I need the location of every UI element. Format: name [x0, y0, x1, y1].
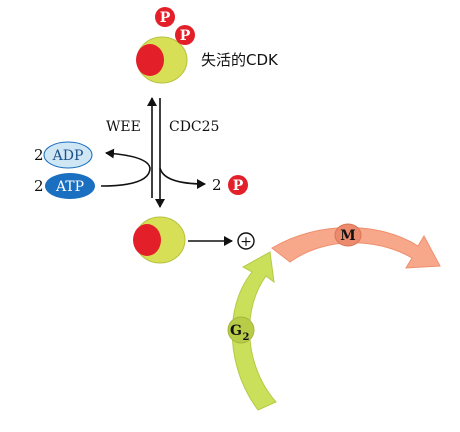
atp-label: ATP	[55, 179, 84, 195]
adp-label: ADP	[52, 148, 84, 164]
adp-count: 2	[34, 146, 44, 164]
cdc25-label: CDC25	[169, 119, 219, 135]
released-phosphate: P	[228, 175, 248, 195]
wee-label: WEE	[106, 119, 141, 135]
atp-count: 2	[34, 177, 44, 195]
phosphate-label: P	[160, 10, 171, 26]
phosphate-release-arrow	[159, 167, 206, 189]
phosphate-group-1: P	[155, 7, 175, 27]
phosphate-label: P	[180, 28, 191, 44]
active-cdk-complex	[133, 216, 186, 264]
phosphate-group-2: P	[175, 25, 195, 45]
g2-phase-arrow	[231, 251, 277, 411]
atp-badge: ATP	[45, 173, 95, 199]
g2-phase-label: G	[230, 323, 242, 339]
m-phase-arrow	[271, 227, 441, 269]
adp-badge: ADP	[43, 141, 93, 169]
inactive-cdk-label: 失活的CDK	[201, 51, 279, 69]
atp-to-adp-arrow	[100, 148, 151, 187]
cdk-shape	[136, 44, 164, 76]
g2-phase-subscript: 2	[243, 332, 250, 343]
m-phase-label: M	[340, 228, 356, 244]
cdk-shape	[133, 224, 161, 256]
plus-sign: +	[237, 232, 255, 250]
phosphate-count: 2	[212, 176, 222, 194]
inactive-cdk-complex: P P	[136, 7, 195, 84]
plus-label: +	[240, 234, 252, 250]
g2-phase-marker: G 2	[227, 316, 255, 344]
m-phase-marker: M	[334, 223, 362, 247]
phosphate-label: P	[233, 178, 244, 194]
